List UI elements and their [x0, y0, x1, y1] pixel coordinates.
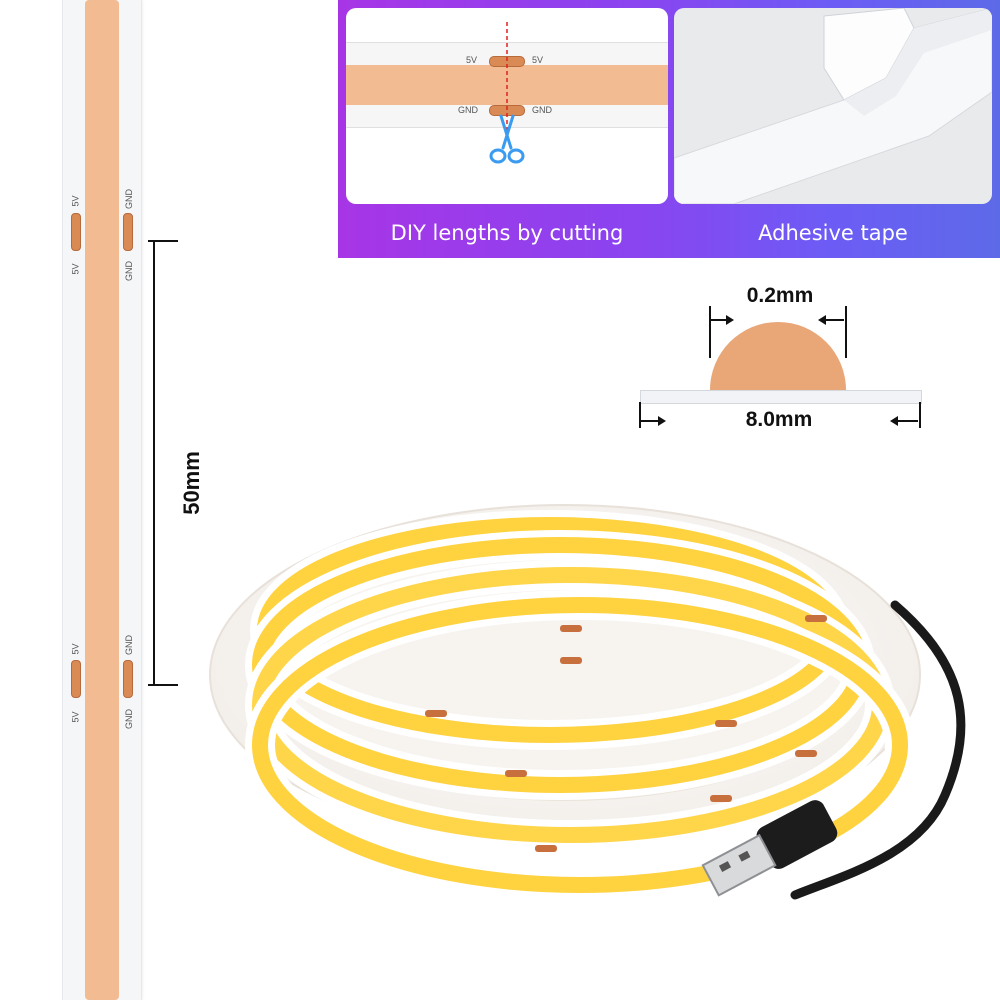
vertical-led-strip: 5V GND 5V GND 5V GND 5V GND — [62, 0, 142, 1000]
length-dimension-tick-bottom — [148, 684, 178, 686]
adhesive-caption: Adhesive tape — [758, 221, 908, 245]
cut-label-5v-left: 5V — [466, 55, 478, 65]
cut-label-5v-right: 5V — [532, 55, 544, 65]
solder-pad-gnd-top — [123, 213, 133, 251]
label-5v: 5V — [70, 643, 81, 655]
cutting-caption: DIY lengths by cutting — [390, 221, 624, 245]
width-tick-right — [919, 402, 921, 428]
width-arrow-right-head — [890, 416, 898, 426]
pcb-profile-base — [640, 390, 922, 404]
width-arrow-left-head — [658, 416, 666, 426]
label-gnd: GND — [124, 635, 134, 655]
led-strip-reel-illustration — [209, 504, 966, 900]
label-5v: 5V — [70, 195, 81, 207]
width-arrow-right-shaft — [898, 420, 918, 422]
led-profile-dome — [710, 322, 846, 390]
cutting-panel: 5V 5V GND GND — [346, 8, 668, 204]
cut-line — [506, 22, 508, 132]
label-gnd: GND — [124, 261, 134, 281]
feature-banner: 5V 5V GND GND DIY lengths by cutting Adh… — [338, 0, 1000, 258]
scissors-icon — [489, 114, 525, 164]
solder-pad-gnd-bottom — [123, 660, 133, 698]
width-arrow-left-shaft — [641, 420, 661, 422]
label-5v: 5V — [70, 711, 81, 723]
length-dimension-label: 50mm — [179, 451, 204, 515]
label-5v: 5V — [70, 263, 81, 275]
led-channel — [85, 0, 119, 1000]
width-label: 8.0mm — [745, 408, 813, 431]
thickness-arrow-left-head — [726, 315, 734, 325]
thickness-tick-left — [709, 306, 711, 358]
adhesive-tape-illustration — [674, 8, 992, 204]
label-gnd: GND — [124, 709, 134, 729]
length-dimension-line — [153, 240, 155, 686]
cut-label-gnd-left: GND — [458, 105, 478, 115]
length-dimension-tick-top — [148, 240, 178, 242]
solder-pad-5v-top — [71, 213, 81, 251]
solder-pad-5v-bottom — [71, 660, 81, 698]
thickness-arrow-right-shaft — [826, 319, 844, 321]
thickness-label: 0.2mm — [746, 284, 814, 307]
cut-label-gnd-right: GND — [532, 105, 552, 115]
label-gnd: GND — [124, 189, 134, 209]
thickness-arrow-right-head — [818, 315, 826, 325]
thickness-tick-right — [845, 306, 847, 358]
thickness-arrow-left-shaft — [711, 319, 729, 321]
adhesive-panel — [674, 8, 992, 204]
width-tick-left — [639, 402, 641, 428]
